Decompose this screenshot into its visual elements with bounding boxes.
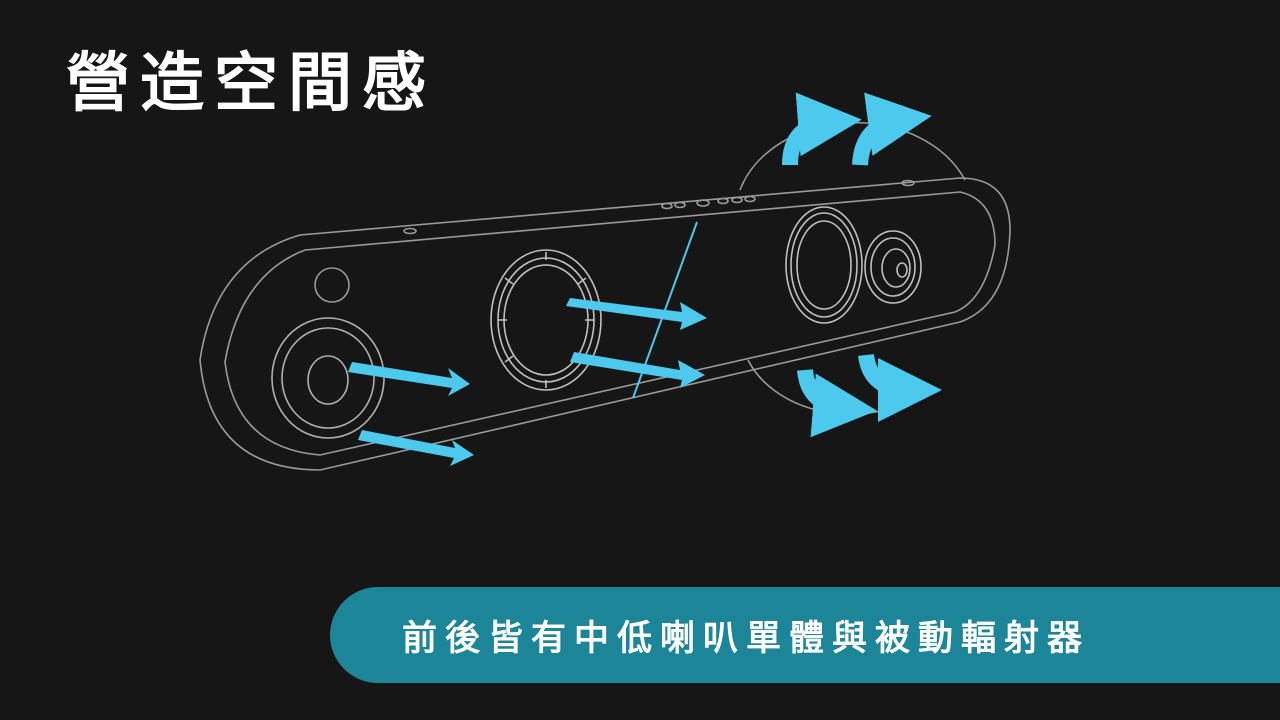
port-icon <box>314 267 350 303</box>
front-sound-arrows <box>348 298 707 466</box>
sound-direction-arrow-icon <box>358 430 474 466</box>
rear-sound-arrows <box>782 92 942 438</box>
sound-direction-arrow-icon <box>797 368 877 438</box>
sound-direction-arrow-icon <box>570 352 705 388</box>
rear-driver-icon <box>785 206 863 324</box>
speaker-driver-icon <box>271 317 385 439</box>
sound-direction-arrow-icon <box>782 92 862 166</box>
soundbar-body <box>199 121 1011 471</box>
page-title: 營造空間感 <box>66 47 436 121</box>
caption-text: 前後皆有中低喇叭單體與被動輻射器 <box>402 618 1091 659</box>
sound-direction-arrow-icon <box>852 92 932 166</box>
rear-tweeter-icon <box>864 230 922 304</box>
sound-direction-arrow-icon <box>858 353 942 422</box>
sound-direction-arrow-icon <box>348 362 470 396</box>
sound-direction-arrow-icon <box>566 298 707 330</box>
caption-bar: 前後皆有中低喇叭單體與被動輻射器 <box>330 587 1280 683</box>
passive-radiator-icon <box>490 249 602 391</box>
